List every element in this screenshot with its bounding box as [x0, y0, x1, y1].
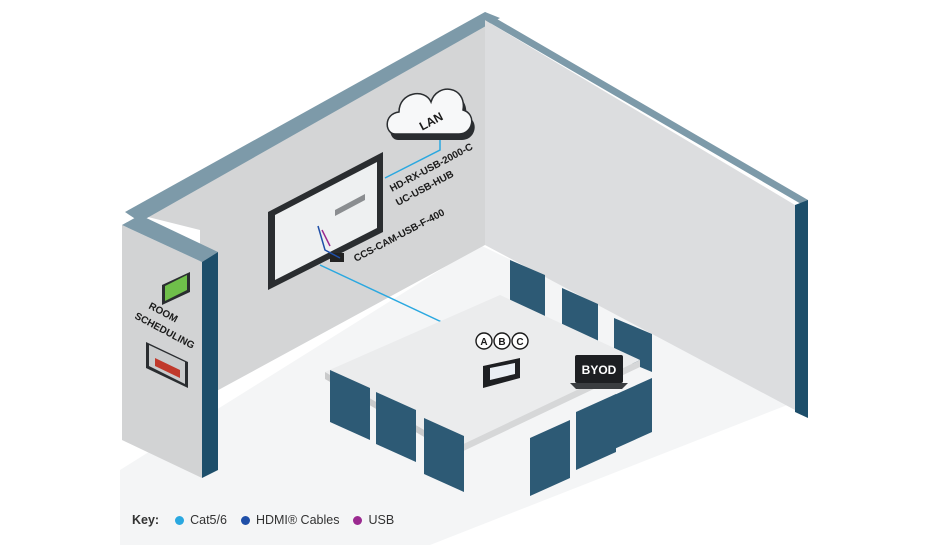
byod-laptop: [570, 355, 628, 389]
camera-device: [330, 253, 344, 262]
legend-dot-cat: [175, 515, 185, 525]
switcher-device: [483, 358, 520, 388]
front-chairs: [330, 370, 652, 496]
svg-text:A: A: [480, 337, 487, 348]
legend-label-cat: Cat5/6: [190, 513, 227, 527]
legend: Key: Cat5/6 HDMI® Cables USB: [132, 513, 394, 527]
legend-dot-usb: [353, 515, 363, 525]
side-partition: [122, 215, 218, 478]
input-c-badge: C: [511, 332, 529, 350]
input-b-badge: B: [493, 332, 511, 350]
display-screen: [268, 152, 383, 290]
legend-label-usb: USB: [368, 513, 395, 527]
hdmi-cable: [317, 225, 341, 259]
byod-label: BYOD: [582, 363, 617, 377]
legend-dot-hdmi: [240, 515, 250, 525]
right-wall: [485, 12, 808, 418]
usb-cable: [321, 229, 331, 247]
cat-cable-lan: [384, 140, 441, 179]
lan-cloud: [386, 88, 475, 140]
input-a-badge: A: [475, 332, 493, 350]
room-scheduling-panel-top: [162, 272, 190, 305]
room-scheduling-panel-bottom: [146, 342, 188, 388]
legend-label-hdmi: HDMI® Cables: [255, 513, 340, 527]
legend-title: Key:: [132, 513, 160, 527]
svg-text:B: B: [498, 337, 505, 348]
svg-text:C: C: [516, 337, 523, 348]
